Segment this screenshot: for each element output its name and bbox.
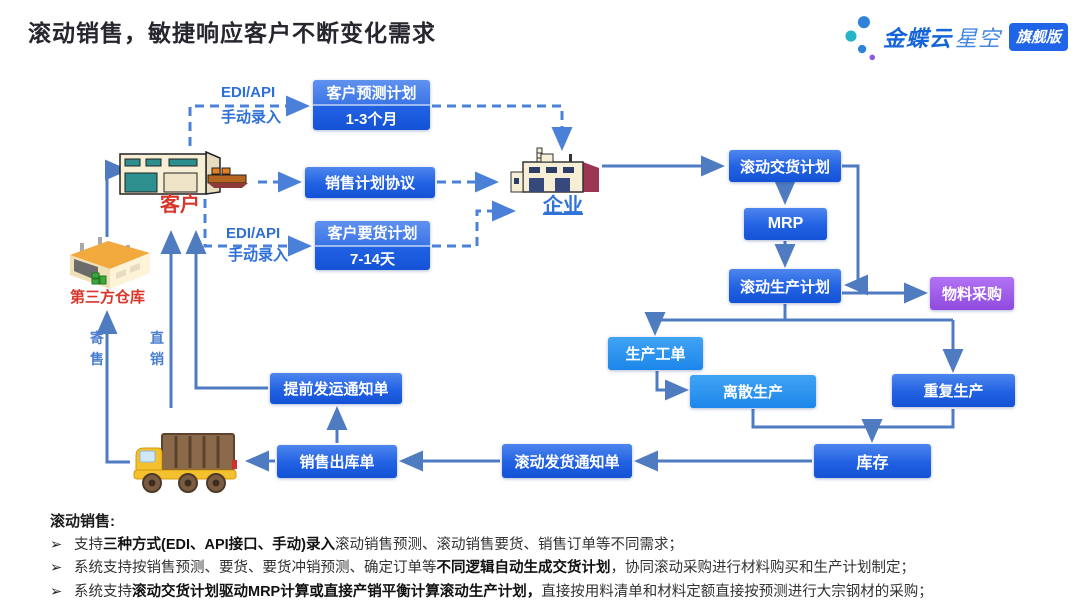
page-title: 滚动销售，敏捷响应客户不断变化需求 (28, 20, 436, 46)
footer-bullet-1: ➢ 支持三种方式(EDI、API接口、手动)录入滚动销售预测、滚动销售要货、销售… (50, 537, 1060, 554)
node-sales-plan-agreement: 销售计划协议 (305, 167, 435, 198)
customer-factory-icon (119, 150, 248, 195)
node-customer-demand-plan: 客户要货计划 7-14天 (315, 221, 430, 270)
footer-bullet-2: ➢ 系统支持按销售预测、要货、要货冲销预测、确定订单等不同逻辑自动生成交货计划，… (50, 560, 1060, 577)
brand-name: 金蝶云 (882, 26, 952, 51)
footer-heading: 滚动销售: (50, 513, 115, 530)
node-customer-forecast-plan: 客户预测计划 1-3个月 (313, 80, 430, 130)
edge-label-manual-bottom: 手动录入 (228, 247, 289, 264)
node-inventory: 库存 (814, 444, 931, 478)
warehouse-icon (70, 237, 150, 289)
edge-label-edi-api-top: EDI/API (221, 84, 276, 101)
logo-dots-icon (845, 16, 875, 61)
enterprise-factory-icon (510, 147, 599, 193)
edge-label-edi-api-bottom: EDI/API (226, 225, 281, 242)
node-customer-forecast-plan-duration: 1-3个月 (345, 110, 398, 128)
node-rolling-production-plan: 滚动生产计划 (729, 269, 841, 303)
edition-badge: 旗舰版 (1008, 23, 1068, 51)
node-material-purchase: 物料采购 (930, 277, 1014, 310)
node-rolling-delivery-plan: 滚动交货计划 (729, 150, 841, 182)
footer-bullet-1-text: 支持三种方式(EDI、API接口、手动)录入滚动销售预测、滚动销售要货、销售订单… (74, 537, 683, 553)
node-mrp: MRP (744, 208, 827, 240)
footer-bullet-3: ➢ 系统支持滚动交货计划驱动MRP计算或直接产销平衡计算滚动生产计划，直接按用料… (50, 584, 1060, 601)
bullet-arrow-icon: ➢ (50, 537, 63, 553)
node-discrete-production: 离散生产 (690, 375, 816, 408)
footer-bullet-3-text: 系统支持滚动交货计划驱动MRP计算或直接产销平衡计算滚动生产计划，直接按用料清单… (74, 583, 933, 600)
bullet-arrow-icon: ➢ (50, 583, 63, 600)
node-rolling-ship-notice: 滚动发货通知单 (502, 444, 632, 478)
edge-label-consignment: 寄售 (90, 330, 104, 367)
node-sales-outbound-order: 销售出库单 (277, 445, 397, 478)
edge-label-direct-sale: 直销 (150, 330, 164, 367)
node-customer-forecast-plan-title: 客户预测计划 (313, 80, 430, 106)
warehouse-label: 第三方仓库 (70, 289, 146, 306)
truck-icon (133, 433, 237, 493)
enterprise-label: 企业 (543, 195, 583, 217)
footer-bullet-2-text: 系统支持按销售预测、要货、要货冲销预测、确定订单等不同逻辑自动生成交货计划，协同… (74, 560, 915, 577)
customer-label: 客户 (160, 194, 200, 216)
node-advance-ship-notice: 提前发运通知单 (270, 373, 402, 404)
edge-label-manual-top: 手动录入 (221, 109, 282, 126)
node-production-work-order: 生产工单 (608, 337, 703, 370)
brand-logo: 金蝶云 星空 旗舰版 (843, 12, 1068, 62)
brand-name-suffix: 星空 (954, 26, 1001, 51)
bullet-arrow-icon: ➢ (50, 560, 63, 577)
node-customer-demand-plan-title: 客户要货计划 (315, 221, 430, 247)
node-customer-demand-plan-duration: 7-14天 (349, 250, 396, 268)
node-repetitive-production: 重复生产 (892, 374, 1015, 407)
footer-notes: 滚动销售: ➢ 支持三种方式(EDI、API接口、手动)录入滚动销售预测、滚动销… (50, 510, 1060, 606)
